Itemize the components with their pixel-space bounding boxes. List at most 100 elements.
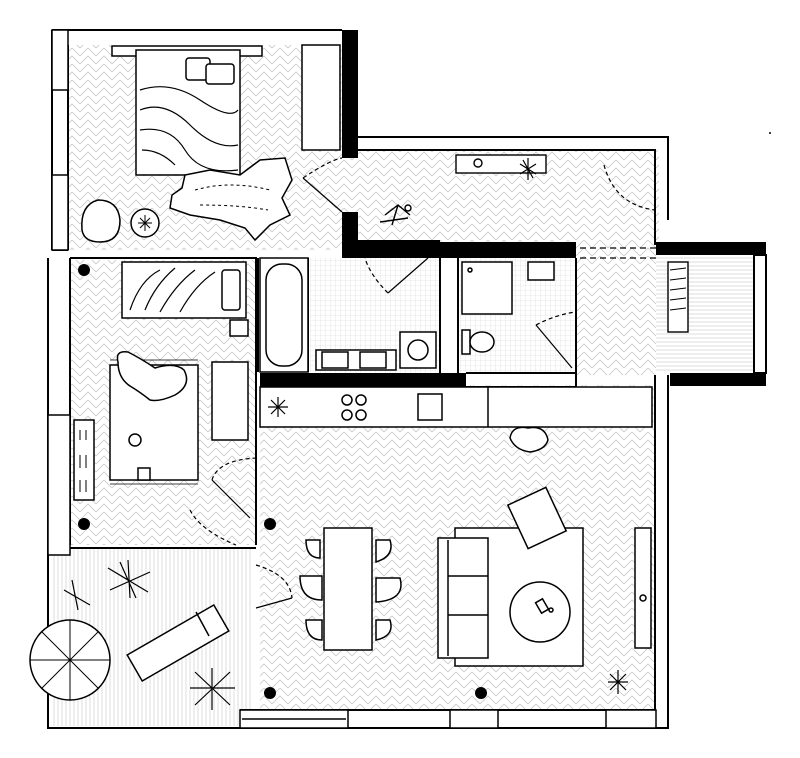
door-wc <box>535 324 573 369</box>
columns <box>78 264 487 699</box>
sun-lounger <box>126 603 230 683</box>
washing-drum <box>407 339 429 361</box>
rug-dashes <box>194 184 271 211</box>
balcony-top-thick <box>656 242 766 255</box>
sink-2 <box>359 351 387 369</box>
east-wall <box>654 375 669 710</box>
door-bath <box>387 257 429 294</box>
living-plant <box>608 670 628 694</box>
door-terrace-arc2 <box>189 509 237 546</box>
doors <box>189 157 656 609</box>
door-second-bedroom <box>211 479 251 519</box>
hall-plant <box>519 158 537 180</box>
rug <box>169 157 293 242</box>
chair <box>375 539 392 564</box>
burner <box>341 409 353 421</box>
kitchen-counter <box>259 386 653 428</box>
chair <box>305 619 323 641</box>
shower-drain <box>467 267 473 273</box>
kitchen-stool <box>509 426 549 453</box>
column-3 <box>264 518 276 530</box>
window-bedroom-west <box>51 174 69 251</box>
hall-sep-thick <box>342 240 440 258</box>
column-1 <box>78 264 90 276</box>
dining-table <box>323 527 373 651</box>
door-second-arc <box>211 457 257 481</box>
outer-wall-outline <box>51 29 342 251</box>
wc-sink <box>527 261 555 281</box>
toy-box <box>137 467 151 481</box>
balcony-bottom-thick <box>670 373 766 386</box>
second-bedroom-top <box>70 257 257 545</box>
sofa <box>437 537 489 659</box>
windows <box>47 29 657 729</box>
column-5 <box>475 687 487 699</box>
wardrobe <box>301 44 341 151</box>
single-pillow <box>221 269 241 311</box>
console <box>455 154 547 174</box>
plant-icon <box>138 215 152 231</box>
chair <box>375 577 402 603</box>
terrace-plant-2 <box>63 579 91 611</box>
door-terrace <box>255 597 293 609</box>
wc-furniture <box>461 261 555 355</box>
kitchen-top-thick <box>260 373 466 387</box>
coffee-cup <box>548 607 554 613</box>
door-bath-arc <box>364 257 389 294</box>
bedroom-east-thick <box>342 30 358 158</box>
nightstand <box>229 319 249 337</box>
terrace-plant-3 <box>190 668 235 710</box>
burner <box>341 394 353 406</box>
toy <box>128 433 142 447</box>
lamp <box>473 158 483 168</box>
door-wc-arc <box>535 311 576 326</box>
kitchen-sink <box>417 393 443 421</box>
dining <box>299 527 402 651</box>
corridor-floor <box>576 245 656 375</box>
terrace-wall <box>47 548 240 729</box>
second-bedroom-furniture <box>73 261 249 501</box>
coat-stand-icon <box>379 204 411 226</box>
toilet-bowl <box>469 331 495 353</box>
bookshelf <box>73 419 95 501</box>
balcony-side <box>753 254 767 374</box>
lounge-chair <box>506 486 568 550</box>
kitchen-furniture <box>259 386 653 453</box>
living-furniture <box>437 486 652 694</box>
balcony-furniture <box>667 261 689 333</box>
wc-top-thick <box>428 242 576 258</box>
burner <box>355 394 367 406</box>
coat-stand-knob <box>404 204 412 212</box>
coffee-item <box>534 597 550 615</box>
pillow-2 <box>205 63 235 85</box>
desk <box>211 361 249 441</box>
column-2 <box>78 518 90 530</box>
play-mat <box>116 350 188 402</box>
bedroom-furniture <box>81 44 341 243</box>
dot <box>769 132 771 134</box>
terrace-furniture <box>29 559 235 710</box>
single-bed-lines <box>129 267 216 313</box>
door-hall-arc <box>603 164 656 211</box>
tv-knob <box>639 594 647 602</box>
sink-1 <box>321 351 349 369</box>
column-4 <box>264 687 276 699</box>
burner <box>355 409 367 421</box>
hallway-top-wall <box>358 136 669 245</box>
bathtub <box>265 263 303 367</box>
thick-walls <box>260 30 767 387</box>
window-south-3 <box>605 709 657 729</box>
window-south-2 <box>449 709 499 729</box>
tv-stand <box>634 527 652 649</box>
cooktop <box>341 394 367 421</box>
kitchen-plant <box>268 397 288 417</box>
balcony-planter <box>667 261 689 333</box>
bathroom-furniture <box>259 257 437 373</box>
balcony-planter-lines <box>669 267 687 311</box>
door-bedroom <box>302 177 343 213</box>
hallway-furniture <box>379 154 547 226</box>
duvet-lines <box>139 86 239 172</box>
chair <box>305 539 321 559</box>
books <box>79 430 87 492</box>
